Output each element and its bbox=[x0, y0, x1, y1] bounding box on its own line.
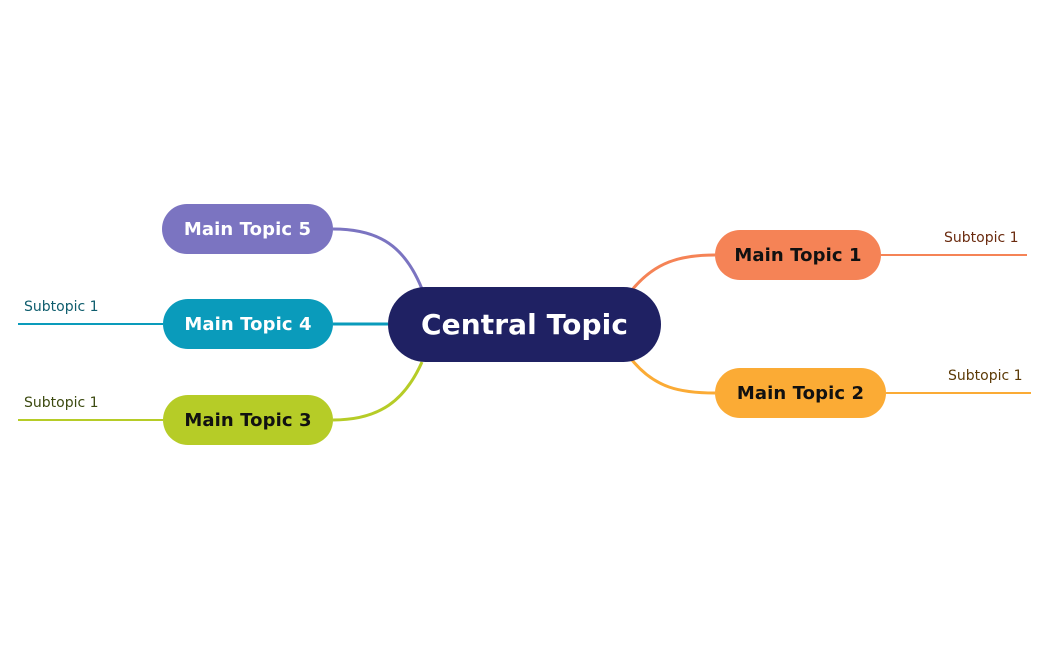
subtopic-1-of-main-topic-1[interactable]: Subtopic 1 bbox=[944, 230, 1019, 246]
subtopic-1-of-main-topic-4[interactable]: Subtopic 1 bbox=[24, 299, 99, 315]
connector-main-topic-1 bbox=[630, 253, 716, 291]
central-topic-node[interactable]: Central Topic bbox=[388, 287, 661, 362]
main-topic-4-node[interactable]: Main Topic 4 bbox=[163, 299, 333, 349]
main-topic-1-node[interactable]: Main Topic 1 bbox=[715, 230, 881, 280]
connector-main-topic-2 bbox=[630, 359, 716, 395]
connector-main-topic-3 bbox=[332, 361, 424, 422]
connector-main-topic-5 bbox=[332, 227, 424, 290]
main-topic-5-node[interactable]: Main Topic 5 bbox=[162, 204, 333, 254]
main-topic-2-node[interactable]: Main Topic 2 bbox=[715, 368, 886, 418]
main-topic-3-node[interactable]: Main Topic 3 bbox=[163, 395, 333, 445]
subtopic-1-of-main-topic-2[interactable]: Subtopic 1 bbox=[948, 368, 1023, 384]
subtopic-1-of-main-topic-3[interactable]: Subtopic 1 bbox=[24, 395, 99, 411]
